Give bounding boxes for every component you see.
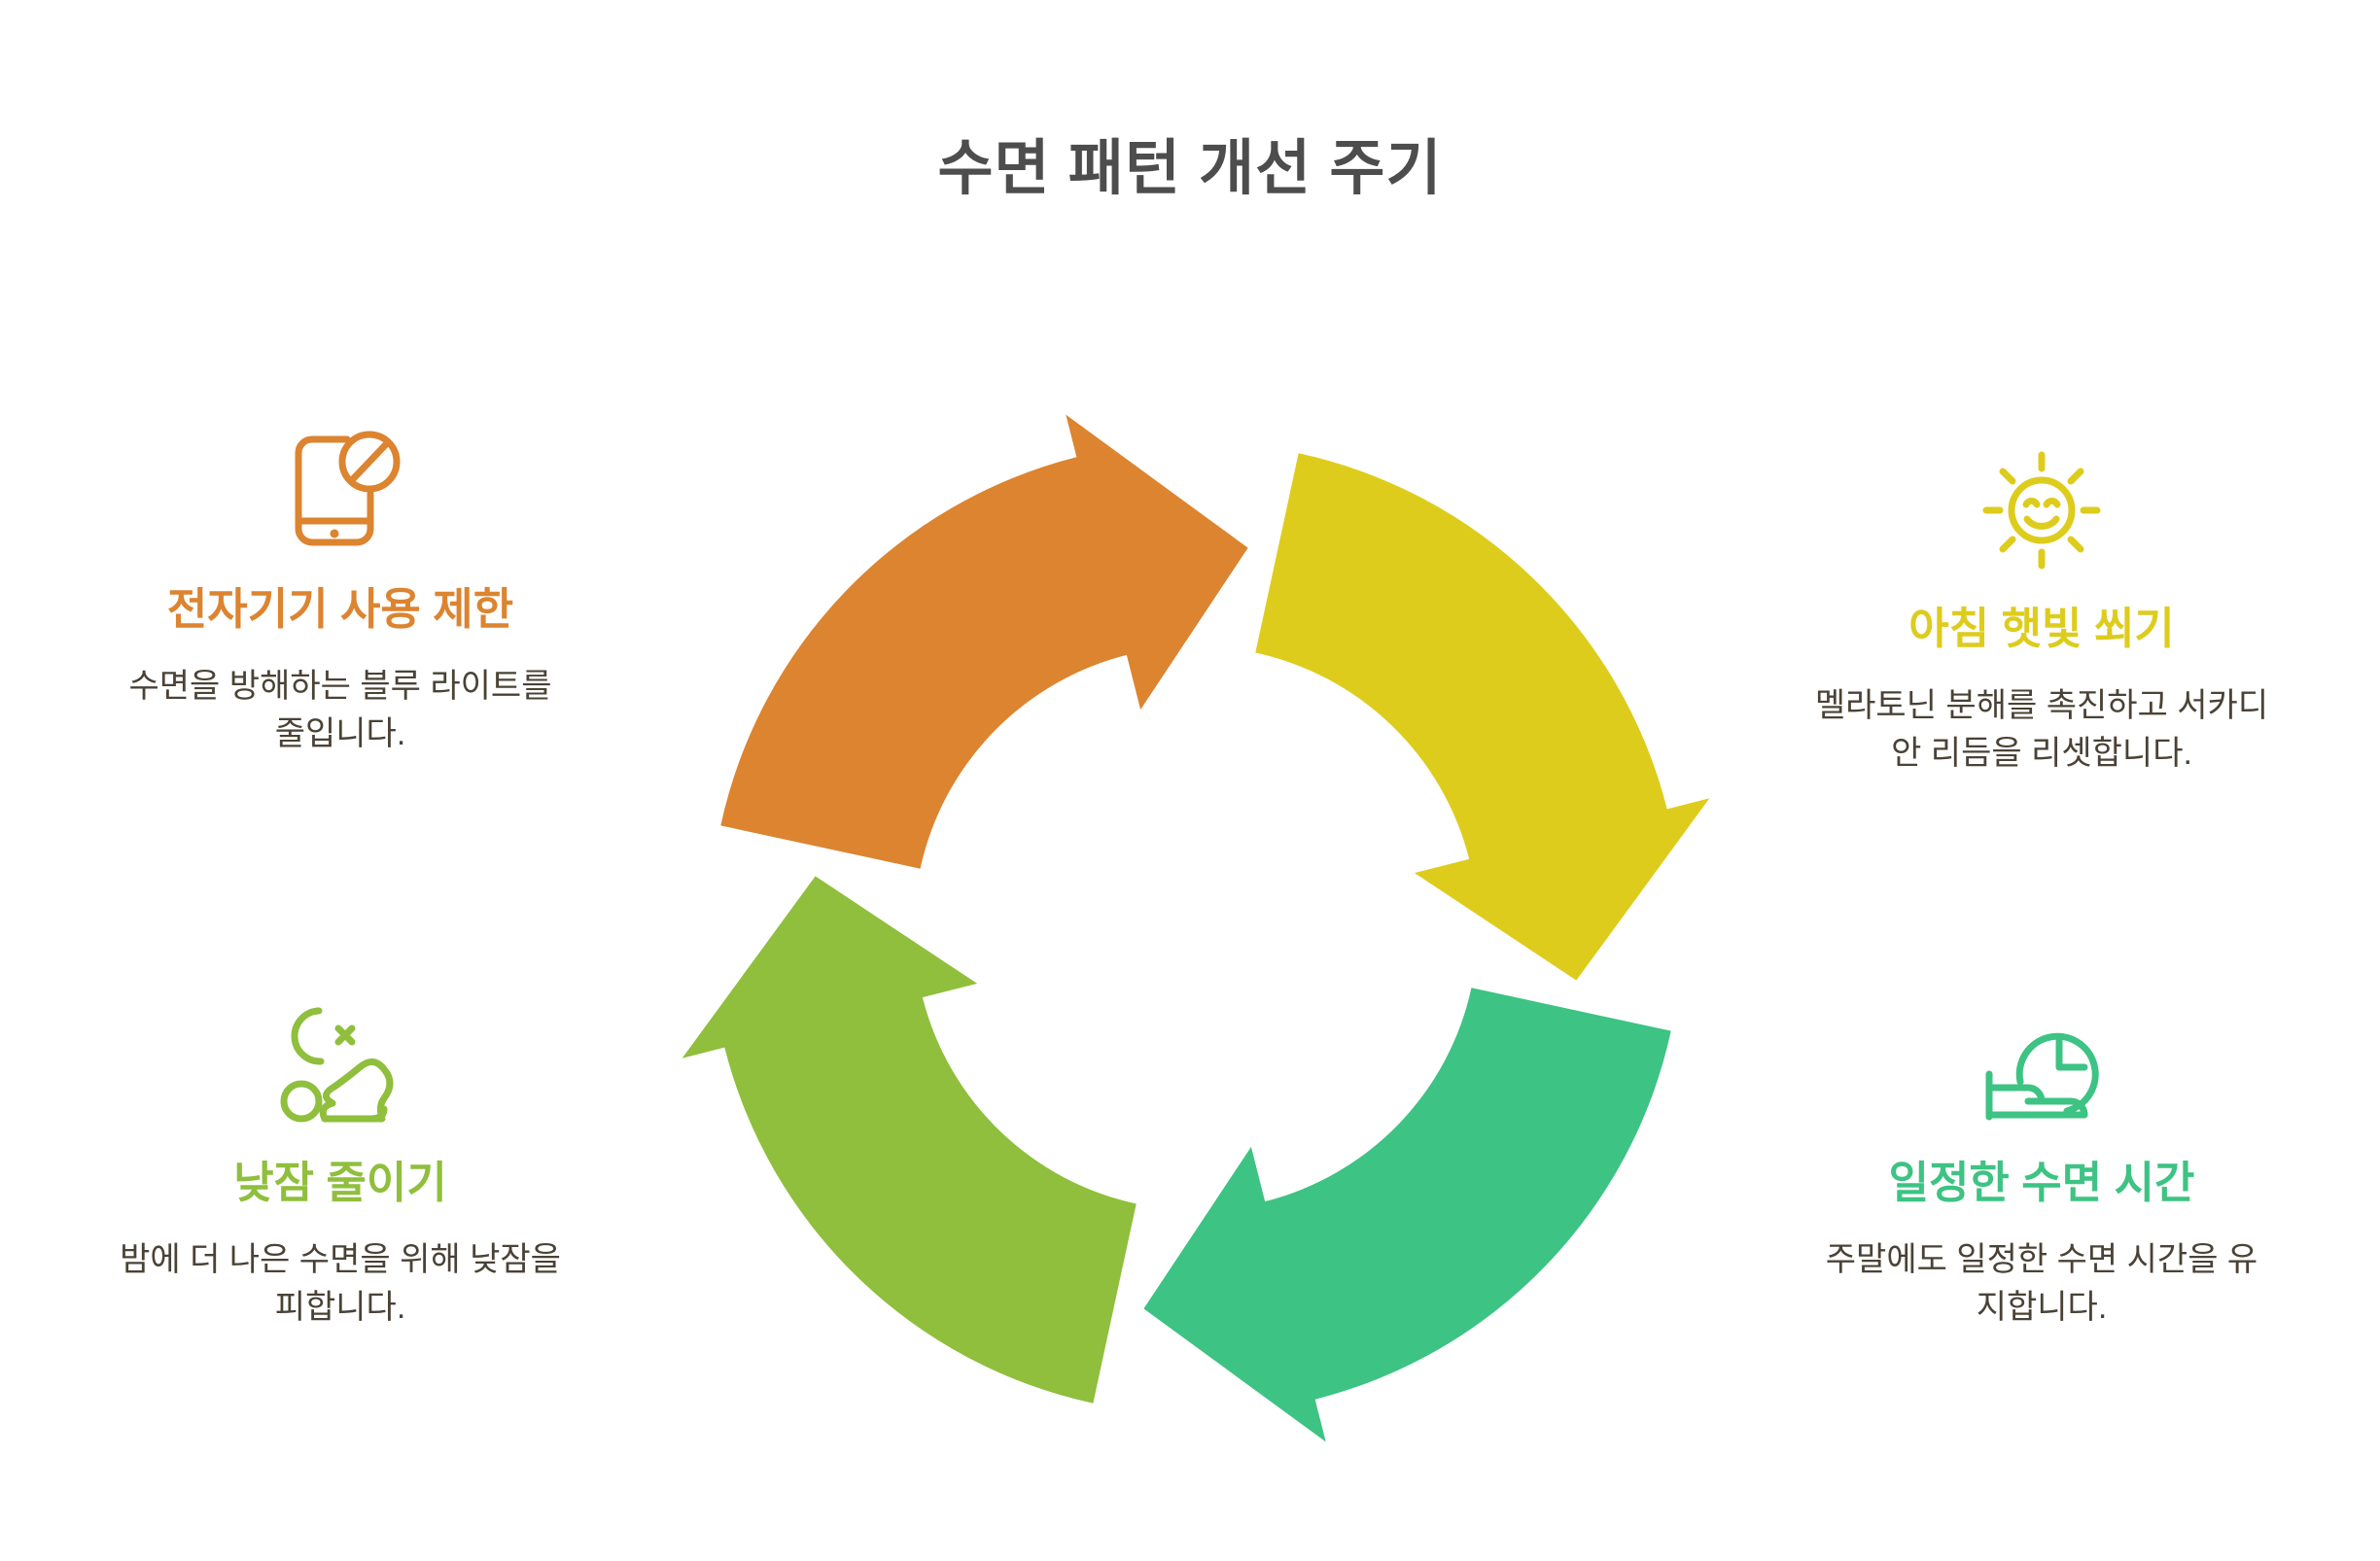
cycle-segment-2: 일정한 수면 시간 [1143,988,1671,1442]
smiling-sun-glyph [1982,451,2101,570]
item-sunlight: 아침 햇빛 쐬기 멜라토닌 분해를 촉진하고 서카디안 리듬을 리셋합니다. [1813,437,2270,778]
item-sunlight-desc: 멜라토닌 분해를 촉진하고 서카디안 리듬을 리셋합니다. [1814,686,2269,772]
item-nap-title: 낮잠 줄이기 [233,1158,447,1207]
item-electronics-title: 전자기기 사용 제한 [166,584,514,634]
item-electronics: 전자기기 사용 제한 수면을 방해하는 블루 라이트를 줄입니다. [112,418,569,758]
page-title: 수면 패턴 개선 주기 [937,135,1443,202]
item-electronics-desc: 수면을 방해하는 블루 라이트를 줄입니다. [128,667,552,752]
item-schedule-title: 일정한 수면 시간 [1888,1158,2195,1207]
cycle-arrows-svg: 아침 햇빛 쐬기일정한 수면 시간낮잠 줄이기전자기기 사용 제한 [682,414,1710,1442]
sleep-cycle-diagram: 아침 햇빛 쐬기일정한 수면 시간낮잠 줄이기전자기기 사용 제한 [651,384,1740,1473]
item-nap-desc: 밤에 더 나은 수면을 위해 낮잠을 피합니다. [120,1240,561,1326]
item-schedule-desc: 주말에도 일정한 수면 시간을 유지합니다. [1825,1240,2258,1326]
moon-sleeping-person-glyph [280,1007,394,1123]
moon-sleeping-person-icon [112,991,569,1137]
item-sunlight-title: 아침 햇빛 쐬기 [1908,604,2175,653]
bed-clock-icon [1813,991,2270,1137]
phone-blocked-glyph [295,431,401,546]
smiling-sun-icon [1813,437,2270,583]
cycle-segment-4: 전자기기 사용 제한 [720,414,1248,869]
item-nap: 낮잠 줄이기 밤에 더 나은 수면을 위해 낮잠을 피합니다. [112,991,569,1332]
item-schedule: 일정한 수면 시간 주말에도 일정한 수면 시간을 유지합니다. [1813,991,2270,1332]
cycle-segment-1: 아침 햇빛 쐬기 [1255,453,1710,981]
bed-clock-glyph [1985,1032,2099,1120]
cycle-segment-3: 낮잠 줄이기 [682,876,1137,1404]
phone-blocked-icon [112,418,569,564]
